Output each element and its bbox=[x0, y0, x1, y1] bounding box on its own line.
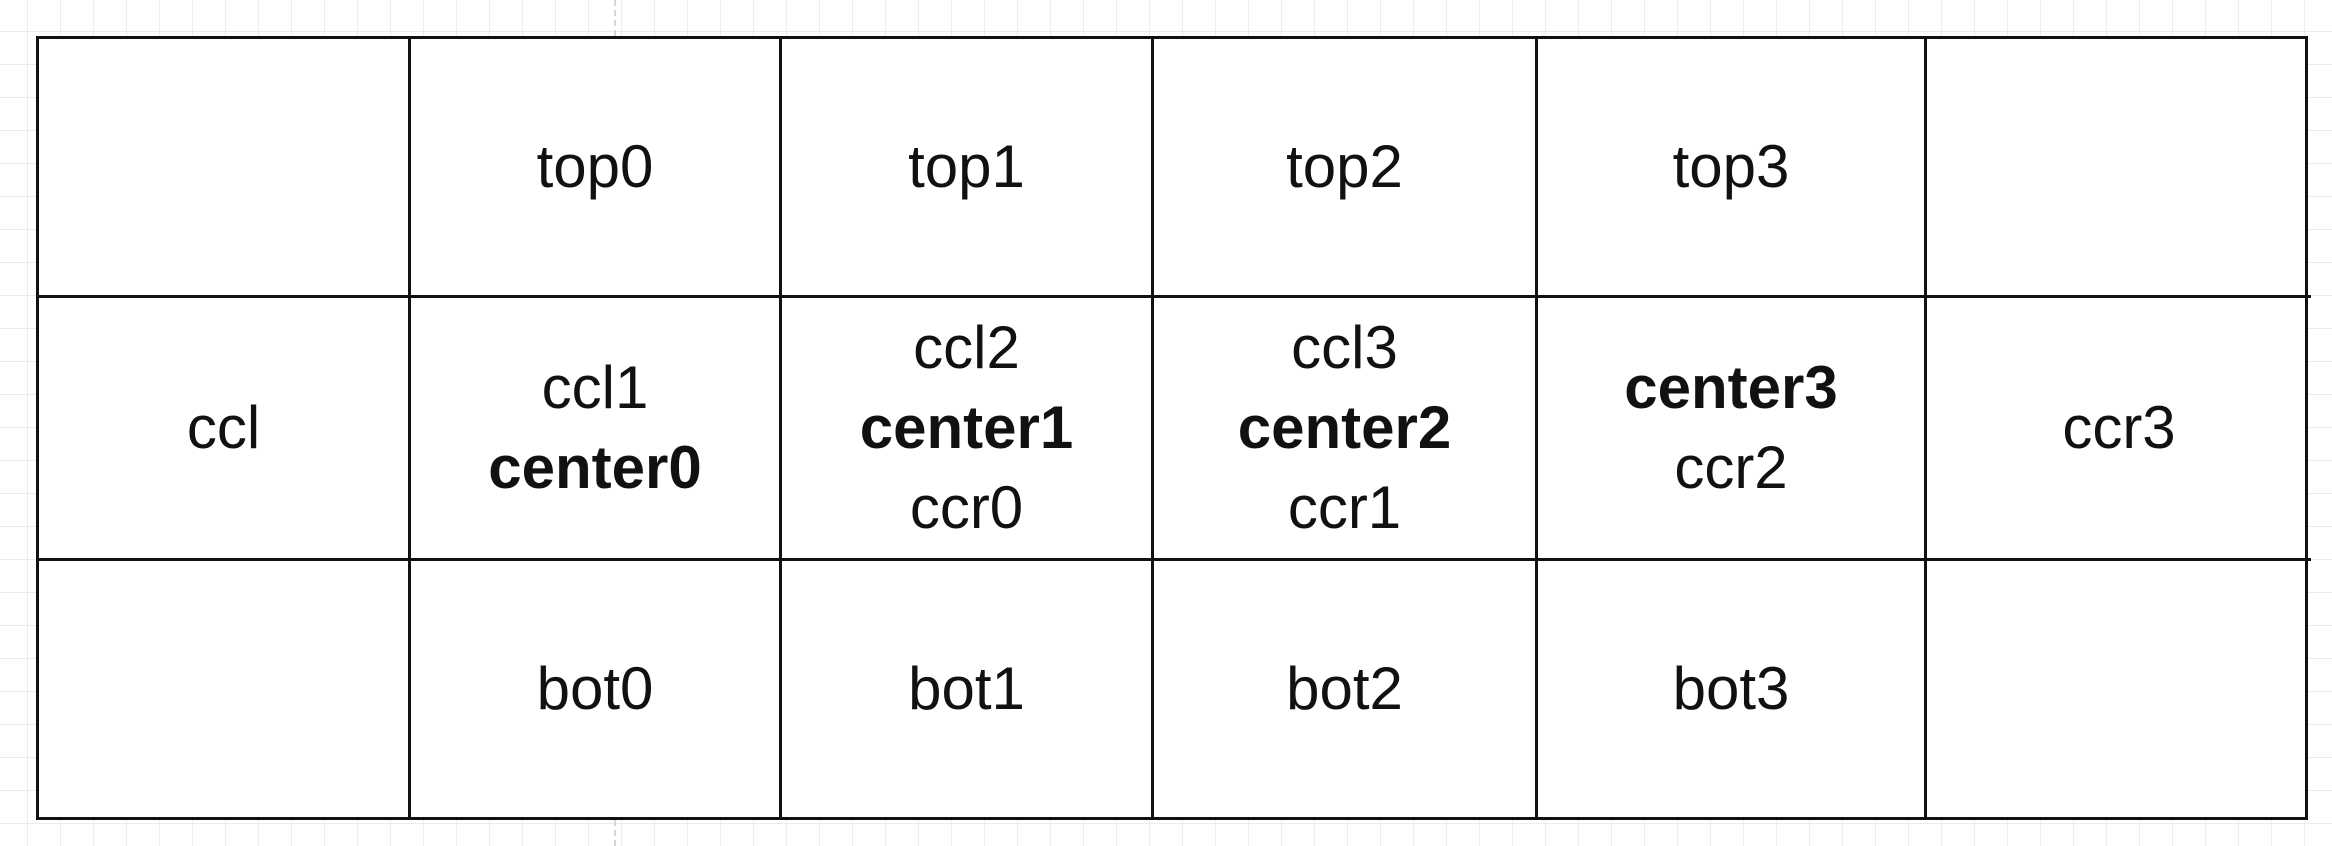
cell-text: top1 bbox=[908, 133, 1025, 200]
cell-r0-c4: top3 bbox=[1538, 39, 1927, 298]
cell-text: ccr0 bbox=[909, 474, 1024, 541]
cell-r2-c1: bot0 bbox=[411, 561, 782, 817]
cell-text: ccl1 bbox=[541, 354, 649, 421]
cell-text: bot3 bbox=[1672, 655, 1790, 722]
cell-text-bold: center2 bbox=[1237, 394, 1452, 461]
cell-r0-c5 bbox=[1927, 39, 2311, 298]
cell-r1-c0: ccl bbox=[39, 298, 411, 561]
cell-r2-c5 bbox=[1927, 561, 2311, 817]
cell-r1-c2: ccl2 center1 ccr0 bbox=[782, 298, 1154, 561]
cell-r1-c5: ccr3 bbox=[1927, 298, 2311, 561]
cell-r1-c4: center3 ccr2 bbox=[1538, 298, 1927, 561]
cell-text: bot0 bbox=[536, 655, 654, 722]
cell-text: ccr3 bbox=[2062, 394, 2176, 461]
cell-r0-c3: top2 bbox=[1154, 39, 1538, 298]
cell-text: ccl2 bbox=[913, 314, 1020, 381]
cell-r2-c3: bot2 bbox=[1154, 561, 1538, 817]
cell-text: top0 bbox=[536, 133, 654, 200]
cell-text: bot1 bbox=[908, 655, 1025, 722]
cell-r2-c2: bot1 bbox=[782, 561, 1154, 817]
cell-text: ccl bbox=[186, 394, 261, 461]
cell-r0-c0 bbox=[39, 39, 411, 298]
cell-text-bold: center0 bbox=[488, 434, 702, 501]
cell-text: bot2 bbox=[1286, 655, 1403, 722]
cell-text-bold: center1 bbox=[859, 394, 1074, 461]
cell-text: ccr2 bbox=[1674, 434, 1788, 501]
cell-r1-c3: ccl3 center2 ccr1 bbox=[1154, 298, 1538, 561]
grid-table: top0 top1 top2 top3 ccl ccl1 center0 ccl… bbox=[36, 36, 2311, 820]
cell-r0-c2: top1 bbox=[782, 39, 1154, 298]
cell-text: top3 bbox=[1672, 133, 1790, 200]
cell-text: top2 bbox=[1286, 133, 1403, 200]
cell-text: ccr1 bbox=[1287, 474, 1402, 541]
cell-text-bold: center3 bbox=[1624, 354, 1838, 421]
cell-r2-c4: bot3 bbox=[1538, 561, 1927, 817]
cell-r0-c1: top0 bbox=[411, 39, 782, 298]
cell-text: ccl3 bbox=[1291, 314, 1398, 381]
cell-r2-c0 bbox=[39, 561, 411, 817]
cell-r1-c1: ccl1 center0 bbox=[411, 298, 782, 561]
